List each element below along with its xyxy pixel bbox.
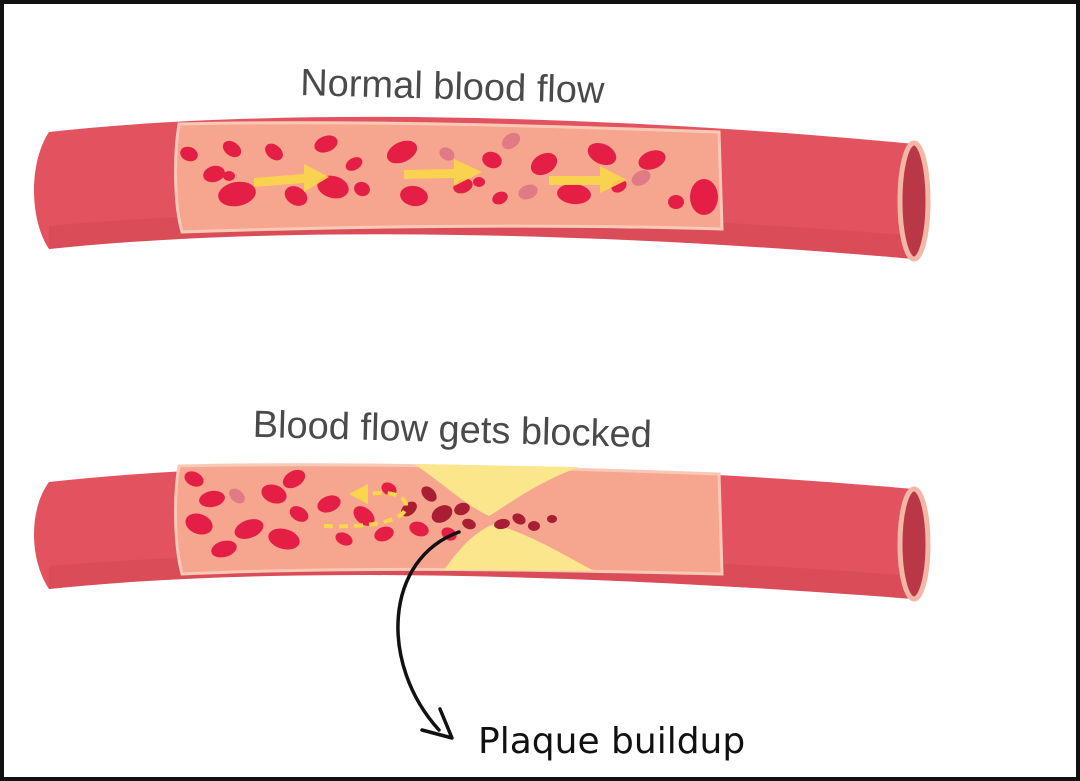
backflow-arrowhead [349, 484, 368, 504]
normal-artery [34, 116, 931, 262]
blood-cell [345, 157, 363, 171]
blood-cell [289, 506, 309, 522]
blood-cell [317, 495, 341, 513]
blood-cell [482, 151, 502, 169]
flow-arrow [404, 159, 482, 186]
artery-diagram: Normal blood flow Blood flow gets blocke… [34, 62, 931, 762]
plaque-caption: Plaque buildup [478, 721, 745, 762]
plaque-lower [444, 524, 594, 571]
blood-cell [587, 142, 617, 166]
blood-cell [223, 171, 235, 181]
blood-cell [386, 140, 418, 164]
blood-cell [374, 526, 394, 542]
blood-cell [353, 506, 375, 526]
blood-cell [282, 469, 306, 489]
blocked-artery-lumen [174, 463, 724, 576]
plaque-pointer-arrow [396, 530, 461, 732]
normal-artery-rim [897, 140, 931, 262]
blood-cell [512, 513, 526, 525]
blocked-artery [34, 463, 931, 602]
blood-cell [638, 150, 666, 170]
blocked-artery-opening [900, 489, 928, 599]
blocked-artery-rim [897, 486, 931, 602]
flow-arrow [549, 166, 627, 193]
blood-cell [261, 484, 287, 504]
blood-cell [268, 528, 300, 550]
blood-cell [473, 177, 485, 187]
blood-cell [199, 490, 225, 508]
blood-cell [265, 143, 283, 161]
blood-cell [462, 518, 476, 530]
blood-cell [690, 179, 718, 215]
blood-cell [180, 146, 198, 162]
blocked-flow-title: Blood flow gets blocked [252, 404, 652, 456]
blood-cell [229, 488, 245, 504]
blood-cell [222, 140, 242, 158]
blood-cell [518, 184, 538, 200]
blood-cell [234, 519, 264, 539]
blood-cell [421, 486, 437, 502]
blood-cell [454, 502, 470, 516]
plaque-pointer-arrowhead [420, 707, 454, 740]
backflow-arrow [323, 491, 409, 529]
normal-flow-arrows [254, 159, 627, 193]
blood-cell [557, 183, 591, 205]
blood-cell [631, 170, 651, 186]
blood-cell [492, 191, 508, 205]
blood-cell [431, 505, 453, 523]
blood-cell [184, 471, 204, 487]
blood-cell [284, 186, 308, 206]
blocked-red-cells [184, 469, 557, 558]
blood-cell [400, 185, 428, 207]
flow-arrow [254, 164, 329, 192]
blood-cell [528, 521, 540, 531]
blood-cell [203, 165, 225, 183]
blood-cell [668, 195, 684, 209]
normal-red-cells [180, 132, 718, 215]
blood-cell [494, 518, 510, 530]
plaque-upper [414, 464, 579, 516]
blood-cell [185, 513, 213, 535]
blood-cell [218, 181, 256, 207]
blood-cell [335, 532, 353, 546]
blood-cell [501, 132, 521, 150]
blood-cell [211, 540, 237, 558]
normal-artery-opening [900, 143, 928, 259]
blood-cell [439, 147, 455, 161]
blood-cell [547, 515, 557, 523]
normal-flow-title: Normal blood flow [300, 62, 606, 112]
blood-cell [314, 135, 338, 153]
blood-cell [530, 152, 558, 176]
blood-cell [409, 521, 429, 537]
blood-cell [317, 175, 349, 199]
blood-cell [354, 181, 370, 197]
